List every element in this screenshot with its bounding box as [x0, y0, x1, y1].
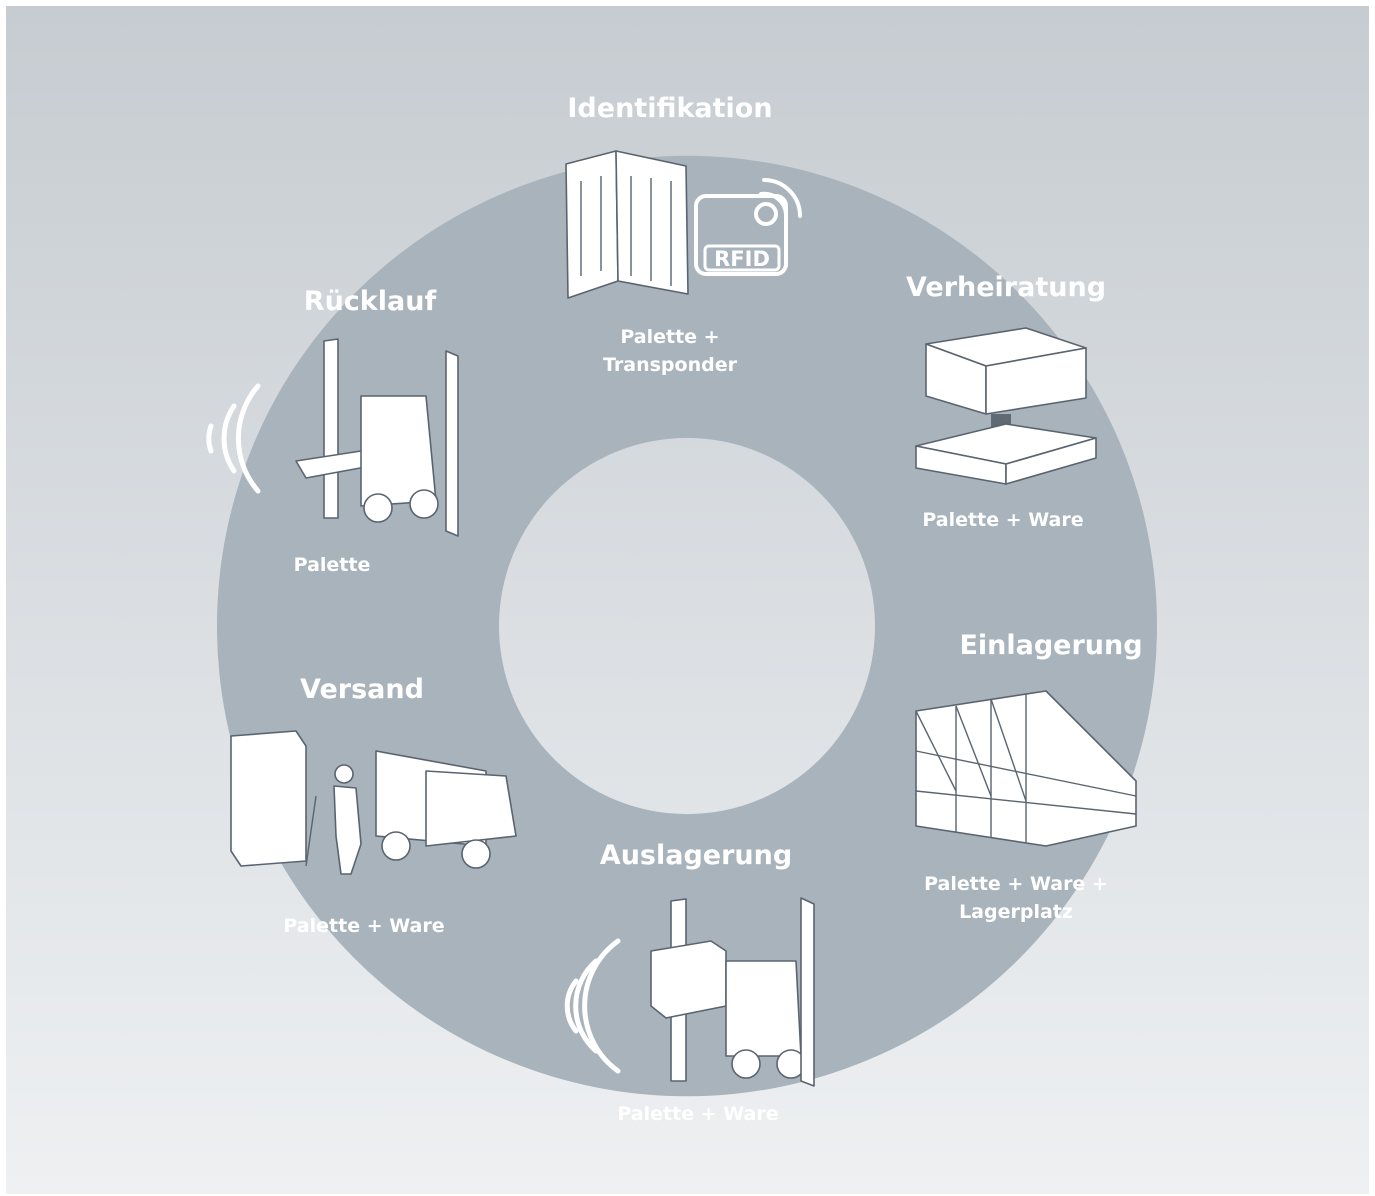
forklift-signal-icon: [564, 897, 815, 1087]
storage-rack-icon: [915, 690, 1137, 847]
rfid-label: RFID: [714, 247, 770, 271]
stage-title: Rücklauf: [304, 286, 437, 317]
diagram-canvas: Identifikation RFID Palette + Transponde…: [6, 6, 1369, 1194]
cycle-diagram: Identifikation RFID Palette + Transponde…: [134, 44, 1237, 1166]
box-on-pallet-icon: [915, 327, 1097, 485]
stage-line-1: Palette: [294, 554, 371, 576]
truck-loading-icon: [230, 730, 517, 875]
stage-line-2: Lagerplatz: [959, 901, 1073, 923]
stage-title: Identifikation: [567, 93, 772, 124]
stage-line-2: Transponder: [603, 354, 738, 376]
stage-line-1: Palette + Ware: [617, 1103, 778, 1125]
stage-line-1: Palette + Ware: [922, 509, 1083, 531]
stage-title: Auslagerung: [600, 840, 792, 871]
forklift-signal-icon: [206, 338, 459, 537]
stage-line-1: Palette + Ware: [283, 915, 444, 937]
stage-line-1: Palette +: [620, 326, 719, 348]
pallet-rfid-icon: RFID: [565, 150, 802, 299]
stage-line-1: Palette + Ware +: [924, 873, 1108, 895]
stage-title: Einlagerung: [959, 630, 1142, 661]
stage-title: Versand: [300, 674, 424, 705]
stage-title: Verheiratung: [906, 272, 1106, 303]
